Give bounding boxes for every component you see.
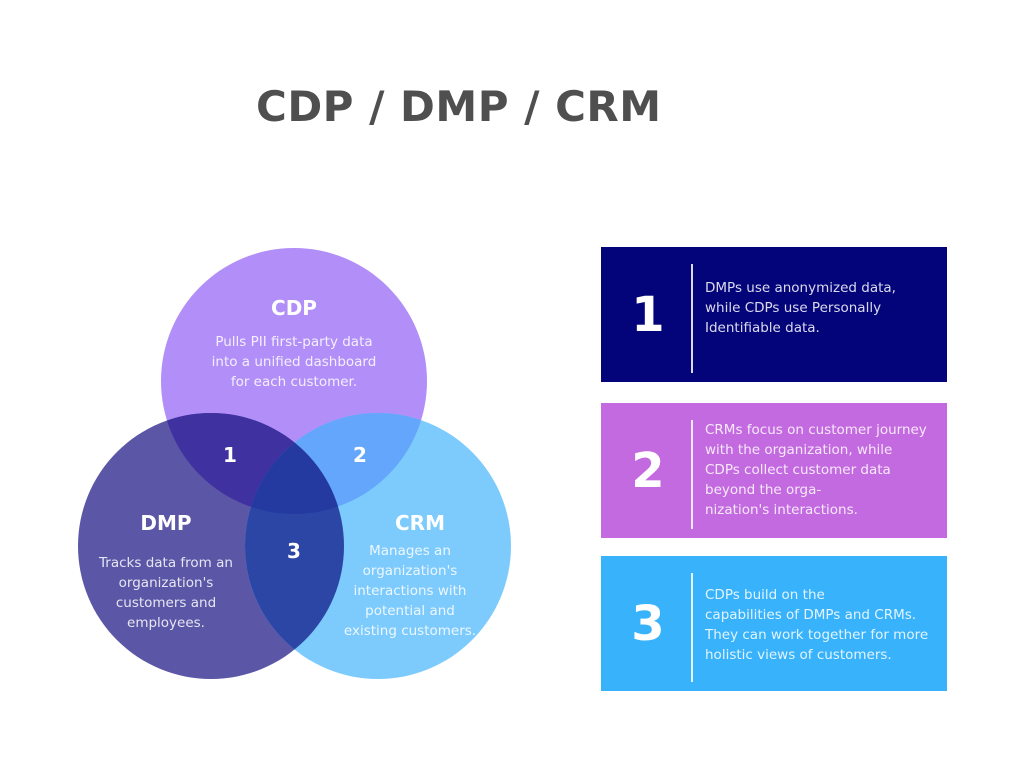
info-card-1: 1 DMPs use anonymized data,while CDPs us… [601, 247, 947, 382]
card-number: 1 [631, 286, 665, 343]
dmp-label: DMP [140, 511, 192, 535]
overlap-2-label: 2 [353, 443, 367, 467]
card-number: 2 [631, 442, 665, 499]
card-divider [691, 573, 693, 682]
card-divider [691, 420, 693, 529]
page-title: CDP / DMP / CRM [256, 82, 662, 131]
overlap-1-label: 1 [223, 443, 237, 467]
card-number: 3 [631, 595, 665, 652]
card-text: DMPs use anonymized data,while CDPs use … [705, 280, 896, 336]
card-divider [691, 264, 693, 373]
all-overlap [245, 413, 344, 514]
cdp-label: CDP [271, 296, 317, 320]
overlap-3-label: 3 [287, 539, 301, 563]
crm-label: CRM [395, 511, 445, 535]
